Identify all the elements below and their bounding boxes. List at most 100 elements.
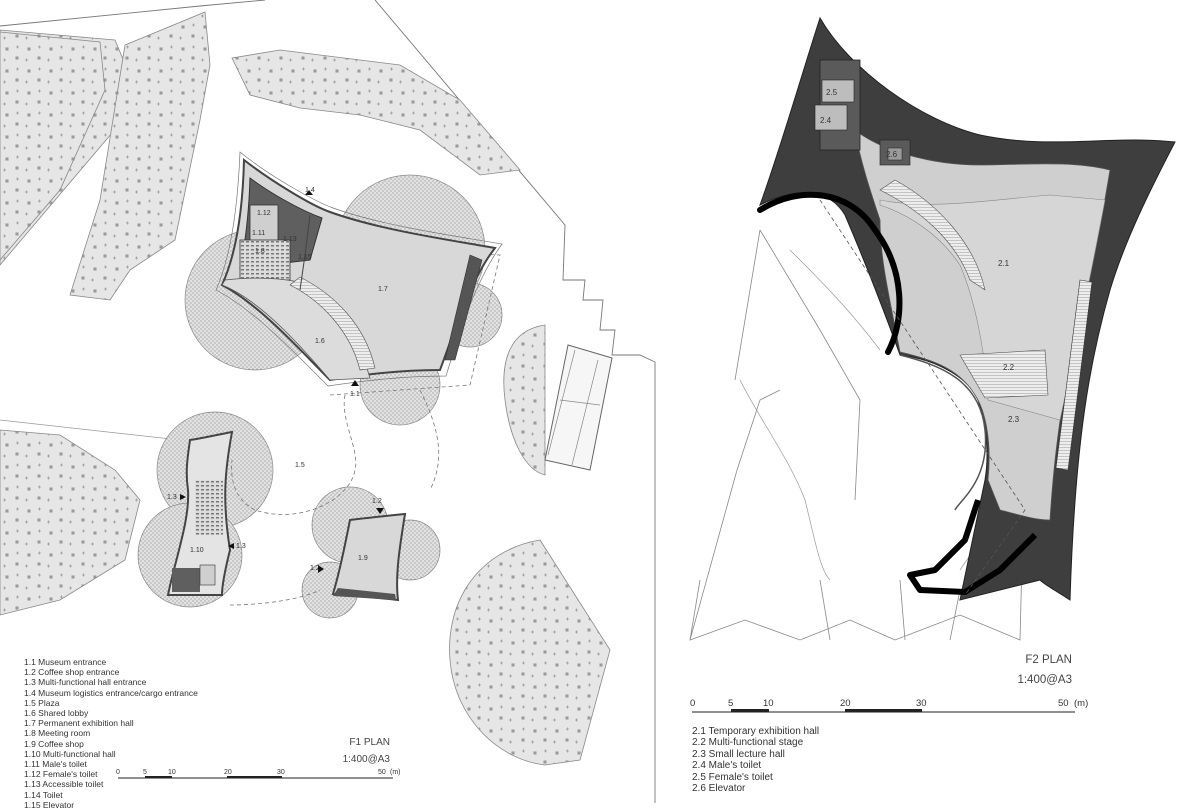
f1-label-1-4: 1.4 xyxy=(305,187,315,194)
f1-label-1-10: 1.10 xyxy=(190,547,204,554)
f1-legend-item: 1.4 Museum logistics entrance/cargo entr… xyxy=(24,687,198,698)
f1-legend-item: 1.9 Coffee shop xyxy=(24,738,84,749)
f2-west-arc-wall xyxy=(757,191,903,355)
f1-tree-area-bottom-right xyxy=(449,539,611,766)
f1-tree-area-lower-left xyxy=(0,429,141,616)
f1-grand-stair xyxy=(289,276,376,371)
f2-plan-title: F2 PLAN xyxy=(1025,654,1072,666)
f1-legend-item: 1.6 Shared lobby xyxy=(24,708,89,719)
f2-label-2-4: 2.4 xyxy=(820,116,832,125)
f2-dashed-line xyxy=(819,199,1026,596)
f1-entrance-arrow-1-1 xyxy=(351,380,359,386)
f1-interior-wall xyxy=(299,214,311,291)
f1-label-1-2b: 1.2 xyxy=(310,565,320,572)
f1-legend-item: 1.10 Multi-functional hall xyxy=(24,748,116,759)
f1-scale-tick-10: 10 xyxy=(168,769,176,776)
f1-legend-item: 1.1 Museum entrance xyxy=(24,657,107,667)
f1-scale-tick-0: 0 xyxy=(116,769,120,776)
f1-tree-area-right xyxy=(503,324,546,476)
f2-scale-tick-0: 0 xyxy=(690,698,695,709)
f2-scale-bar: 0 5 10 20 30 50 (m) xyxy=(690,698,1088,713)
f2-toilet-female xyxy=(821,79,855,103)
f1-legend-item: 1.8 Meeting room xyxy=(24,728,91,739)
f1-label-1-1: 1.1 xyxy=(350,391,360,398)
f1-label-1-5: 1.5 xyxy=(295,462,305,469)
f2-elevator-inner xyxy=(887,147,903,161)
f1-plan-scale: 1:400@A3 xyxy=(342,754,390,765)
f1-label-1-3a: 1.3 xyxy=(167,494,177,501)
f2-legend-item: 2.6 Elevator xyxy=(692,783,746,795)
f2-scale-tick-20: 20 xyxy=(840,698,851,709)
f2-lower-void xyxy=(899,354,987,511)
f1-legend-item: 1.3 Multi-functional hall entrance xyxy=(24,677,147,688)
f2-scale-unit: (m) xyxy=(1074,698,1088,709)
f1-legend-item: 1.14 Toilet xyxy=(24,789,63,800)
f2-east-stair-strip xyxy=(1055,279,1093,471)
f2-label-2-1: 2.1 xyxy=(998,259,1010,268)
f2-label-2-5: 2.5 xyxy=(826,88,838,97)
f1-neighbor-building xyxy=(544,344,613,471)
f1-legend-item: 1.12 Female's toilet xyxy=(24,769,98,780)
f2-label-2-2: 2.2 xyxy=(1003,363,1015,372)
f1-plan-title: F1 PLAN xyxy=(349,737,390,748)
f1-label-1-3b: 1.3 xyxy=(236,543,246,550)
f2-label-2-6: 2.6 xyxy=(886,150,898,159)
f1-entrance-arrow-1-2 xyxy=(376,508,384,514)
f2-scale-tick-50: 50 xyxy=(1058,698,1069,709)
f2-stage-steps xyxy=(959,349,1049,399)
f2-plan: 2.1 2.2 2.3 2.4 2.5 2.6 0 5 10 20 30 50 … xyxy=(689,16,1176,713)
f1-hall-seating xyxy=(195,480,223,535)
f1-label-1-2a: 1.2 xyxy=(372,498,382,505)
f1-neighbor-building-lines xyxy=(547,349,601,466)
f1-entrance-arrow-1-4 xyxy=(305,190,313,195)
f2-legend-item: 2.1 Temporary exhibition hall xyxy=(692,726,820,737)
f1-legend-item: 1.11 Male's toilet xyxy=(24,759,87,770)
f1-tree-strip-top xyxy=(231,49,521,176)
f1-site-boundary xyxy=(0,0,656,803)
f2-legend-item: 2.5 Female's toilet xyxy=(692,771,773,783)
f2-scale-tick-10: 10 xyxy=(763,698,774,709)
f1-tree-strip-left xyxy=(0,31,106,261)
f2-legend-item: 2.4 Male's toilet xyxy=(692,760,762,772)
f1-label-1-11: 1.11 xyxy=(252,230,265,237)
f1-hall-service xyxy=(172,568,200,592)
f1-legend-item: 1.15 Elevator xyxy=(24,799,75,810)
f2-label-2-3: 2.3 xyxy=(1008,415,1020,424)
f2-plan-scale: 1:400@A3 xyxy=(1017,674,1072,686)
f1-scale-tick-30: 30 xyxy=(277,769,285,776)
f2-stair-fan xyxy=(879,179,986,291)
f2-plan-title-block: F2 PLAN 1:400@A3 xyxy=(960,654,1072,686)
f2-toilet-male xyxy=(814,104,848,131)
f2-legend-item: 2.2 Multi-functional stage xyxy=(692,737,804,749)
f1-legend-item: 1.5 Plaza xyxy=(24,697,60,708)
f1-legend-item: 1.2 Coffee shop entrance xyxy=(24,667,120,678)
f1-meeting-room xyxy=(239,239,291,281)
f1-label-1-15: 1.15 xyxy=(298,254,312,261)
f1-entrance-arrow-1-3b xyxy=(228,543,234,549)
f1-scale-unit: (m) xyxy=(390,769,401,776)
f1-coffee-building xyxy=(331,512,407,602)
f1-tree-strip-mid xyxy=(69,11,211,301)
f2-south-wall xyxy=(907,499,1038,595)
f1-label-1-8: 1.8 xyxy=(255,248,265,255)
f1-entrance-arrow-1-3a xyxy=(180,494,186,500)
f1-plan-title-block: F1 PLAN 1:400@A3 xyxy=(300,737,390,765)
f2-scale-tick-30: 30 xyxy=(916,698,927,709)
f1-coffee-dark xyxy=(333,588,396,600)
f1-label-1-13: 1.13 xyxy=(283,236,297,243)
f1-label-1-6: 1.6 xyxy=(315,338,325,345)
f1-label-1-7: 1.7 xyxy=(378,286,388,293)
f1-legend: 1.1 Museum entrance 1.2 Coffee shop entr… xyxy=(24,657,198,810)
f1-museum-outline xyxy=(215,151,503,387)
f1-scale-bar: 0 5 10 20 30 50 (m) xyxy=(116,769,401,779)
f1-plan: 1.1 1.2 1.2 1.3 1.3 1.4 1.5 1.6 1.7 1.8 … xyxy=(0,0,656,803)
f2-legend: 2.1 Temporary exhibition hall 2.2 Multi-… xyxy=(692,726,819,794)
f1-east-wall-strip xyxy=(444,254,483,361)
f1-label-1-9: 1.9 xyxy=(358,555,368,562)
f2-scale-tick-5: 5 xyxy=(728,698,733,709)
f1-scale-tick-50: 50 xyxy=(378,769,386,776)
f1-hall-toilet xyxy=(199,564,216,586)
f1-scale-tick-5: 5 xyxy=(143,769,147,776)
f1-entrance-arrow-1-2b xyxy=(318,565,324,573)
